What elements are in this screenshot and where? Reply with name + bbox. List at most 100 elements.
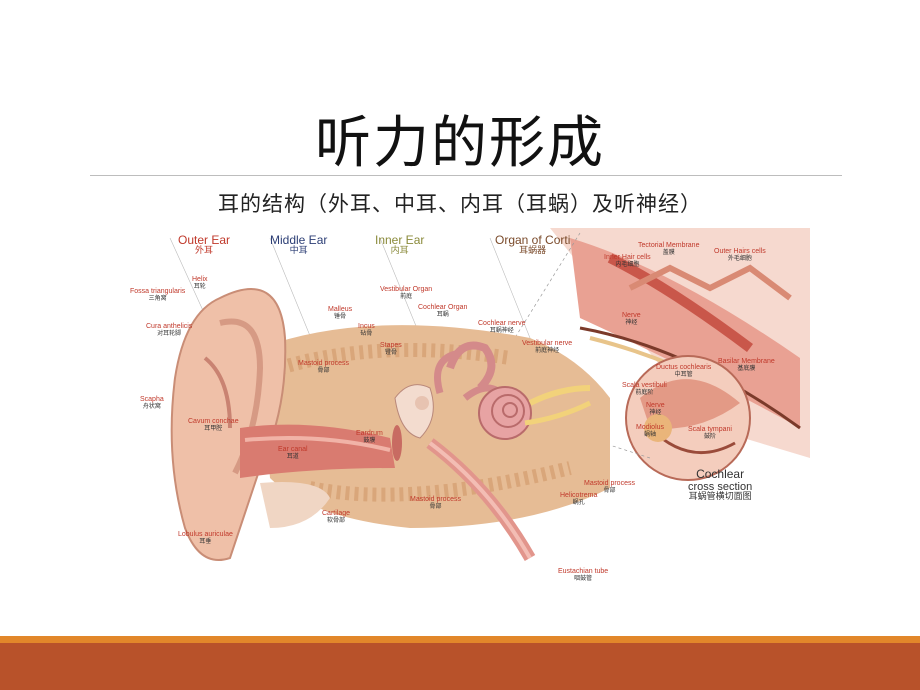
ear-anatomy-diagram: Outer Ear 外耳 Middle Ear 中耳 Inner Ear 内耳 … [110,228,810,590]
label-cochlear-organ-zh: 耳蜗 [436,310,449,318]
label-cavum-conchae: Cavum conchae 耳甲腔 [188,418,239,432]
label-scala-tympani: Scala tympani 鼓阶 [688,426,732,440]
label-scala-tympani-en: Scala tympani [688,426,732,433]
label-cross-section-nerve-en: Nerve [646,402,665,409]
label-modiolus-zh: 蜗轴 [644,430,657,438]
inner-ear-heading: Inner Ear 内耳 [375,233,425,257]
label-scala-vestibuli: Scala vestibuli 前庭阶 [622,382,667,396]
label-mastoid-process-upper-en: Mastoid process [298,360,349,367]
label-ductus-cochlearis-en: Ductus cochlearis [656,364,712,371]
label-helix: Helix 耳轮 [192,276,208,290]
label-scala-vestibuli-en: Scala vestibuli [622,382,667,389]
label-basilar-membrane-en: Basilar Membrane [718,358,775,365]
label-corti-nerve-en: Nerve [622,312,641,319]
label-cavum-conchae-en: Cavum conchae [188,418,239,425]
label-ductus-cochlearis: Ductus cochlearis 中耳管 [656,364,711,378]
organ-of-corti-heading-zh: 耳蜗器 [519,246,547,257]
label-mastoid-process-upper-zh: 骨部 [317,366,330,374]
label-malleus-zh: 锤骨 [334,312,347,320]
label-cartilage-zh: 软骨部 [327,516,346,524]
label-malleus-en: Malleus [328,306,353,313]
label-cavum-conchae-zh: 耳甲腔 [204,424,223,432]
label-basilar-membrane-zh: 基底膜 [737,364,756,372]
label-vestibular-organ: Vestibular Organ 前庭 [380,286,432,300]
label-scala-vestibuli-zh: 前庭阶 [635,388,654,396]
label-incus: Incus 砧骨 [358,323,375,337]
label-stapes: Stapes 镫骨 [380,342,402,356]
slide-title: 听力的形成 [315,111,605,176]
label-eardrum-zh: 鼓膜 [363,436,376,444]
label-cochlear-organ-en: Cochlear Organ [418,304,468,311]
label-helicotrema: Helicotrema 蜗孔 [560,492,597,506]
outer-ear-heading-en: Outer Ear [178,233,231,247]
label-cross-section-nerve: Nerve 神经 [646,402,665,416]
label-vestibular-nerve-en: Vestibular nerve [522,340,573,347]
ear-anatomy-illustration [169,228,810,561]
cross-section-line2: cross section [688,481,753,494]
label-tectorial-membrane-en: Tectorial Membrane [638,242,700,249]
label-cura-anthelicis-zh: 对耳轮脚 [157,329,182,337]
label-cochlear-organ: Cochlear Organ 耳蜗 [418,304,467,318]
inner-ear-heading-en: Inner Ear [375,233,425,247]
organ-of-corti-heading: Organ of Corti 耳蜗器 [495,233,571,257]
label-fossa-triangularis: Fossa triangularis 三角窝 [130,288,185,302]
label-eardrum: Eardrum 鼓膜 [356,430,383,444]
slide-subtitle: 耳的结构（外耳、中耳、内耳（耳蜗）及听神经） [218,192,702,216]
label-scapha-en: Scapha [140,396,164,403]
label-inner-hair-cells-zh: 内毛细胞 [615,260,640,268]
label-cochlear-nerve-zh: 耳蜗神经 [489,326,514,334]
label-ductus-cochlearis-zh: 中耳管 [674,370,693,378]
label-modiolus: Modiolus 蜗轴 [636,424,664,438]
organ-of-corti-heading-en: Organ of Corti [495,233,571,247]
label-lobulus-auriculae-zh: 耳垂 [199,537,212,545]
label-outer-hair-cells: Outer Hairs cells 外毛细胞 [714,248,766,262]
label-mastoid-process-middle: Mastoid process 骨部 [410,496,461,510]
label-vestibular-nerve: Vestibular nerve 前庭神经 [522,340,572,354]
label-tectorial-membrane-zh: 盖膜 [662,248,675,256]
footer-bar [0,643,920,690]
label-cochlear-nerve: Cochlear nerve 耳蜗神经 [478,320,525,334]
label-cross-section-nerve-zh: 神经 [649,408,662,416]
label-mastoid-process-right: Mastoid process 骨部 [584,480,635,494]
label-lobulus-auriculae: Lobulus auriculae 耳垂 [178,531,233,545]
label-helix-zh: 耳轮 [193,282,206,290]
middle-ear-heading-zh: 中耳 [289,246,308,257]
cross-section-zh: 耳蜗管横切面图 [688,492,752,503]
label-vestibular-organ-zh: 前庭 [400,292,413,300]
footer-accent-line [0,636,920,643]
middle-ear-heading-en: Middle Ear [270,233,328,247]
cochlear-cross-section-caption: Cochlear cross section 耳蜗管横切面图 [688,467,753,503]
title-divider [90,175,842,176]
label-fossa-triangularis-zh: 三角窝 [148,294,167,302]
label-mastoid-process-right-en: Mastoid process [584,480,635,487]
label-cura-anthelicis: Cura anthelicis 对耳轮脚 [146,323,192,337]
label-scapha-zh: 舟状窝 [142,402,161,410]
label-lobulus-auriculae-en: Lobulus auriculae [178,531,233,538]
label-helix-en: Helix [192,276,208,283]
label-cartilage: Cartilage 软骨部 [322,510,350,524]
label-corti-nerve: Nerve 神经 [622,312,641,326]
label-inner-hair-cells: Inner Hair cells 内毛细胞 [604,254,651,268]
label-mastoid-process-right-zh: 骨部 [603,486,616,494]
label-corti-nerve-zh: 神经 [625,318,638,326]
label-eardrum-en: Eardrum [356,430,383,437]
label-cura-anthelicis-en: Cura anthelicis [146,323,193,330]
label-scala-tympani-zh: 鼓阶 [703,432,716,440]
label-mastoid-process-middle-zh: 骨部 [429,502,442,510]
label-outer-hair-cells-en: Outer Hairs cells [714,248,766,255]
label-ear-canal: Ear canal 耳道 [278,446,308,460]
label-outer-hair-cells-zh: 外毛细胞 [727,254,752,262]
label-cochlear-nerve-en: Cochlear nerve [478,320,526,327]
inner-ear-heading-zh: 内耳 [390,246,409,257]
label-eustachian-tube-zh: 咽鼓管 [574,574,593,582]
label-stapes-en: Stapes [380,342,402,349]
label-cartilage-en: Cartilage [322,510,351,517]
label-incus-zh: 砧骨 [360,329,373,337]
label-ear-canal-zh: 耳道 [286,452,299,460]
label-scapha: Scapha 舟状窝 [140,396,164,410]
label-vestibular-nerve-zh: 前庭神经 [535,346,560,354]
middle-ear-heading: Middle Ear 中耳 [270,233,328,257]
label-ear-canal-en: Ear canal [278,446,308,453]
label-tectorial-membrane: Tectorial Membrane 盖膜 [638,242,699,256]
label-helicotrema-en: Helicotrema [560,492,598,499]
